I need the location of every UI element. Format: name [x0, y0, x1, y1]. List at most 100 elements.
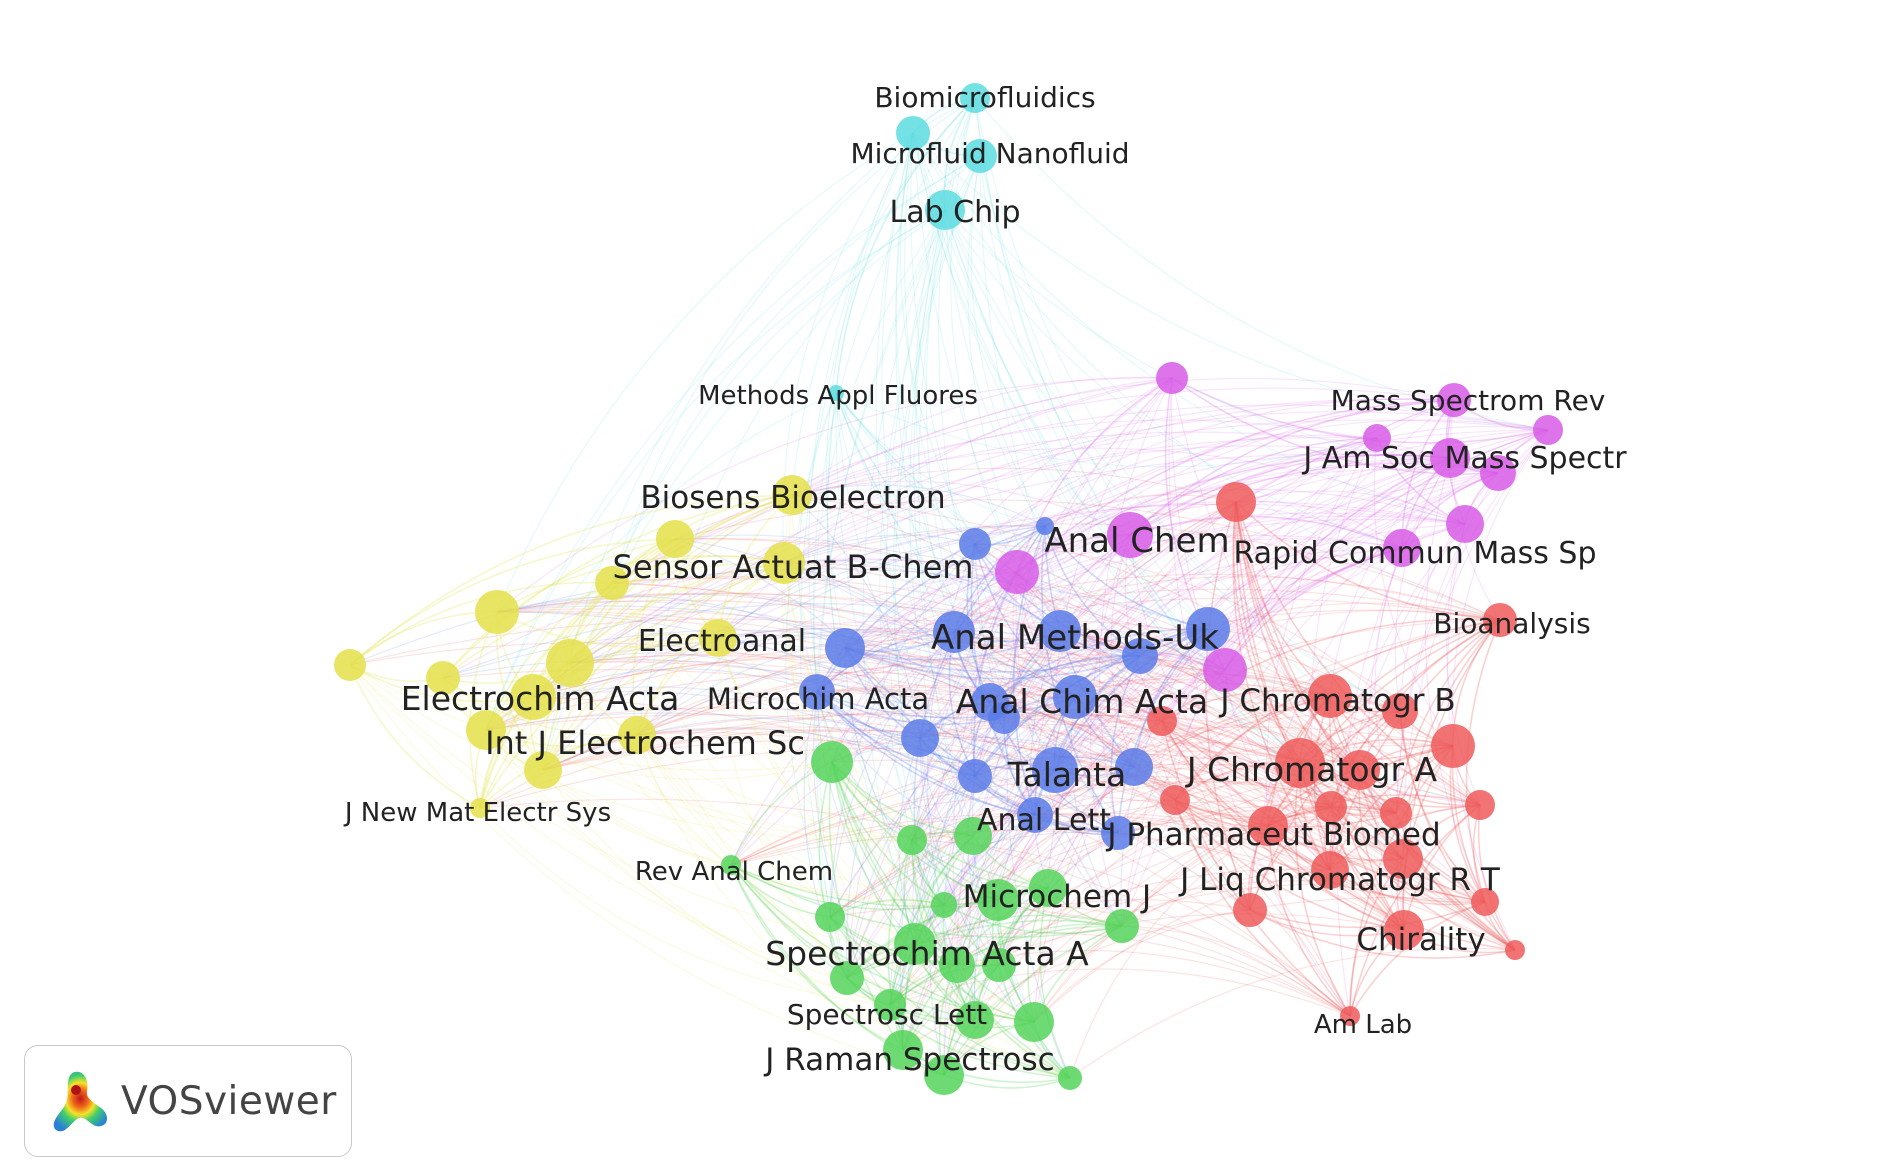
network-node-blue[interactable] — [1122, 638, 1158, 674]
label-microfluid-nanofluid[interactable]: Microfluid Nanofluid — [850, 137, 1129, 170]
network-node-blue[interactable] — [1115, 748, 1153, 786]
network-node-magenta[interactable] — [1437, 383, 1471, 417]
network-node-red[interactable] — [1431, 724, 1475, 768]
label-j-am-soc-mass-spectr[interactable]: J Am Soc Mass Spectr — [1301, 441, 1627, 476]
network-node-yellow[interactable] — [426, 661, 460, 695]
network-node-yellow[interactable] — [510, 674, 556, 720]
network-node-green[interactable] — [897, 825, 927, 855]
network-node-magenta[interactable] — [995, 550, 1039, 594]
network-node-green[interactable] — [1029, 869, 1067, 907]
label-j-chromatogr-a[interactable]: J Chromatogr A — [1185, 750, 1438, 789]
network-node-yellow[interactable] — [656, 520, 694, 558]
label-methods-appl-fluores[interactable]: Methods Appl Fluores — [698, 381, 978, 411]
network-node-red[interactable] — [1383, 839, 1423, 879]
network-node-blue[interactable] — [958, 759, 992, 793]
label-electroanal[interactable]: Electroanal — [638, 624, 806, 659]
network-node-red[interactable] — [1505, 940, 1525, 960]
network-node-green[interactable] — [924, 1055, 964, 1095]
network-node-green[interactable] — [954, 817, 992, 855]
label-talanta[interactable]: Talanta — [1007, 755, 1126, 794]
network-node-blue[interactable] — [1101, 816, 1135, 850]
label-chirality[interactable]: Chirality — [1356, 922, 1485, 958]
label-am-lab[interactable]: Am Lab — [1314, 1010, 1412, 1040]
network-node-yellow[interactable] — [772, 475, 812, 515]
network-node-yellow[interactable] — [334, 649, 366, 681]
network-node-red[interactable] — [1340, 1006, 1360, 1026]
label-anal-chim-acta[interactable]: Anal Chim Acta — [956, 682, 1208, 721]
network-node-red[interactable] — [1311, 851, 1349, 889]
label-anal-lett[interactable]: Anal Lett — [977, 803, 1111, 838]
network-node-red[interactable] — [1248, 806, 1288, 846]
network-node-green[interactable] — [883, 1030, 923, 1070]
label-j-liq-chromatogr-r-t[interactable]: J Liq Chromatogr R T — [1178, 862, 1501, 898]
network-node-blue[interactable] — [1036, 517, 1054, 535]
label-microchim-acta[interactable]: Microchim Acta — [707, 682, 929, 716]
network-node-magenta[interactable] — [1107, 512, 1153, 558]
label-spectrochim-acta-a[interactable]: Spectrochim Acta A — [765, 934, 1089, 973]
network-node-green[interactable] — [894, 923, 936, 965]
network-node-green[interactable] — [1105, 909, 1139, 943]
label-spectrosc-lett[interactable]: Spectrosc Lett — [787, 998, 987, 1031]
network-node-blue[interactable] — [988, 702, 1020, 734]
network-node-yellow[interactable] — [466, 710, 506, 750]
network-node-blue[interactable] — [825, 628, 865, 668]
network-node-yellow[interactable] — [763, 542, 805, 584]
network-node-cyan[interactable] — [828, 385, 844, 401]
network-node-magenta[interactable] — [1430, 438, 1470, 478]
network-node-red[interactable] — [1308, 674, 1352, 718]
network-node-magenta[interactable] — [1480, 455, 1516, 491]
label-biosens-bioelectron[interactable]: Biosens Bioelectron — [640, 480, 945, 516]
network-node-green[interactable] — [931, 892, 957, 918]
network-node-green[interactable] — [815, 902, 845, 932]
network-node-green[interactable] — [874, 989, 906, 1021]
network-node-green[interactable] — [956, 1001, 994, 1039]
network-node-red[interactable] — [1275, 738, 1325, 788]
label-rapid-commun-mass-sp[interactable]: Rapid Commun Mass Sp — [1234, 536, 1597, 571]
network-node-cyan[interactable] — [960, 83, 990, 113]
label-anal-chem[interactable]: Anal Chem — [1044, 521, 1229, 561]
network-node-red[interactable] — [1465, 790, 1495, 820]
network-node-blue[interactable] — [799, 674, 835, 710]
network-node-yellow[interactable] — [475, 590, 519, 634]
label-j-new-mat-electr-sys[interactable]: J New Mat Electr Sys — [343, 798, 611, 828]
network-node-red[interactable] — [1315, 791, 1347, 823]
label-bioanalysis[interactable]: Bioanalysis — [1433, 607, 1591, 640]
network-node-cyan[interactable] — [925, 190, 965, 230]
network-node-green[interactable] — [1058, 1066, 1082, 1090]
network-node-red[interactable] — [1340, 750, 1380, 790]
label-biomicrofluidics[interactable]: Biomicrofluidics — [874, 81, 1095, 114]
network-node-magenta[interactable] — [1203, 648, 1247, 692]
network-node-red[interactable] — [1216, 482, 1256, 522]
network-node-green[interactable] — [1014, 1002, 1054, 1042]
network-node-magenta[interactable] — [1156, 362, 1188, 394]
network-node-yellow[interactable] — [618, 716, 656, 754]
network-node-green[interactable] — [830, 961, 864, 995]
label-j-chromatogr-b[interactable]: J Chromatogr B — [1218, 683, 1455, 719]
network-node-red[interactable] — [1233, 893, 1267, 927]
network-node-red[interactable] — [1483, 603, 1517, 637]
network-node-red[interactable] — [1471, 888, 1499, 916]
network-node-yellow[interactable] — [470, 798, 490, 818]
network-node-magenta[interactable] — [1533, 415, 1563, 445]
network-node-yellow[interactable] — [524, 751, 562, 789]
label-int-j-electrochem-sc[interactable]: Int J Electrochem Sc — [485, 724, 805, 762]
label-j-raman-spectrosc[interactable]: J Raman Spectrosc — [763, 1042, 1054, 1078]
network-node-yellow[interactable] — [595, 566, 629, 600]
network-node-cyan[interactable] — [963, 139, 997, 173]
network-node-magenta[interactable] — [1383, 529, 1421, 567]
label-rev-anal-chem[interactable]: Rev Anal Chem — [635, 857, 833, 887]
network-node-blue[interactable] — [933, 611, 975, 653]
label-microchem-j[interactable]: Microchem J — [963, 879, 1151, 915]
network-node-blue[interactable] — [1039, 610, 1081, 652]
label-electrochim-acta[interactable]: Electrochim Acta — [401, 679, 680, 718]
network-node-red[interactable] — [1160, 785, 1190, 815]
label-mass-spectrom-rev[interactable]: Mass Spectrom Rev — [1331, 384, 1606, 417]
label-j-pharmaceut-biomed[interactable]: J Pharmaceut Biomed — [1105, 817, 1440, 853]
network-node-blue[interactable] — [959, 528, 991, 560]
label-sensor-actuat-b-chem[interactable]: Sensor Actuat B-Chem — [613, 548, 974, 586]
network-node-magenta[interactable] — [1446, 505, 1484, 543]
label-lab-chip[interactable]: Lab Chip — [889, 195, 1020, 230]
network-node-red[interactable] — [1147, 706, 1177, 736]
network-node-blue[interactable] — [1186, 607, 1230, 651]
network-node-blue[interactable] — [901, 719, 939, 757]
